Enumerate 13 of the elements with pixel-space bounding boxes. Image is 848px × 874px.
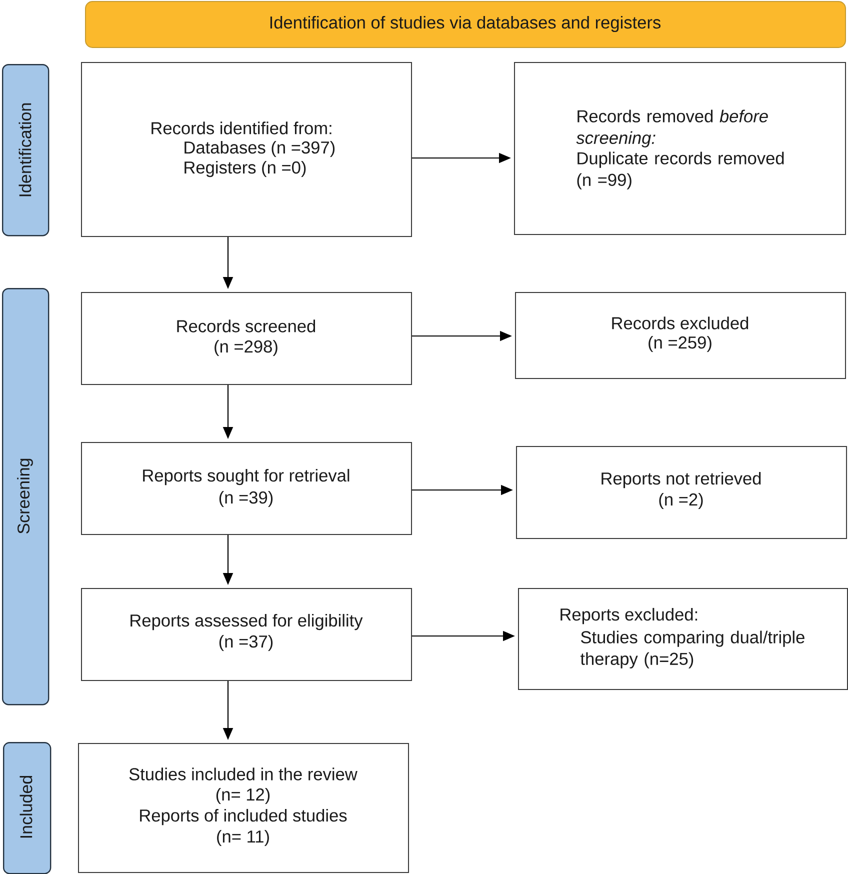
stage-tab: Screening	[2, 288, 50, 706]
process-box: Reports assessed for eligibility (n =37)	[81, 588, 412, 681]
process-box: Reports sought for retrieval (n =39)	[81, 442, 412, 535]
stage-tab: Identification	[2, 64, 50, 236]
process-box: Records removed before screening: Duplicate records removed (n =99)	[514, 62, 846, 235]
process-box: Studies included in the review (n= 12) Reports of included studies (n= 11)	[78, 743, 409, 873]
process-box: Reports excluded: Studies comparing dual/triple therapy (n=25)	[518, 588, 848, 690]
process-box: Records identified from: Databases (n =397) Registers (n =0)	[81, 62, 412, 237]
process-box: Reports not retrieved (n =2)	[516, 446, 847, 539]
section-banner: Identification of studies via databases and registers	[85, 1, 846, 48]
stage-tab: Included	[3, 742, 52, 874]
process-box: Records screened (n =298)	[81, 292, 412, 385]
process-box: Records excluded (n =259)	[515, 292, 846, 379]
